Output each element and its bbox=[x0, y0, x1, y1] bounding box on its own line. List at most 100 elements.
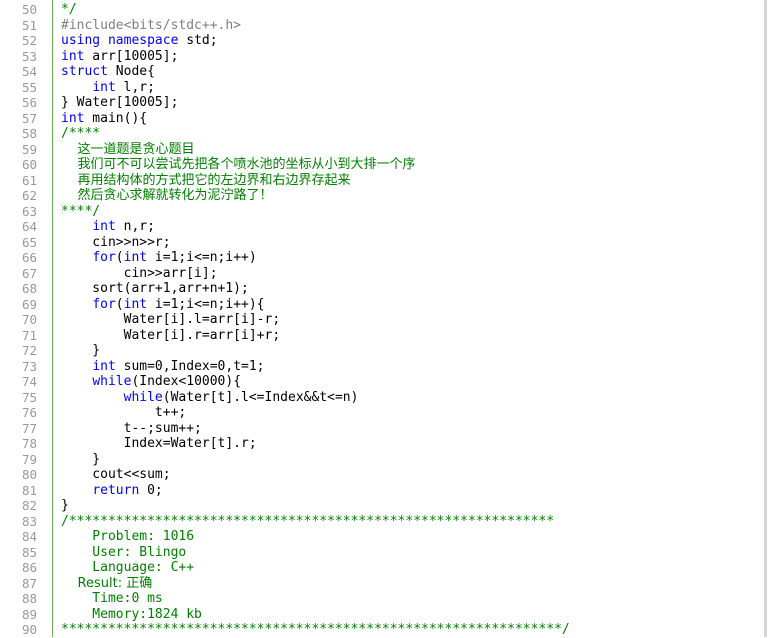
code-line[interactable]: 51#include<bits/stdc++.h> bbox=[0, 18, 764, 34]
code-text[interactable]: 我们可不可以尝试先把各个喷水池的坐标从小到大排一个序 bbox=[61, 157, 416, 173]
code-text[interactable]: cin>>arr[i]; bbox=[61, 266, 218, 282]
line-number: 81 bbox=[21, 482, 37, 498]
code-line[interactable]: 86 Language: C++ bbox=[0, 560, 764, 576]
code-text[interactable]: Language: C++ bbox=[61, 560, 194, 576]
code-line[interactable]: 56 } Water[10005]; bbox=[0, 95, 764, 111]
code-text[interactable]: 然后贪心求解就转化为泥泞路了！ bbox=[61, 188, 273, 204]
line-number: 76 bbox=[21, 405, 37, 420]
line-number: 78 bbox=[21, 436, 37, 451]
code-line[interactable]: 60 我们可不可以尝试先把各个喷水池的坐标从小到大排一个序 bbox=[0, 157, 764, 173]
code-line[interactable]: 83/*************************************… bbox=[0, 514, 764, 530]
code-line[interactable]: 79 } bbox=[0, 452, 764, 468]
code-line[interactable]: 77 t--;sum++; bbox=[0, 421, 764, 437]
code-text[interactable]: Water[i].l=arr[i]-r; bbox=[61, 312, 281, 328]
code-text[interactable]: } Water[10005]; bbox=[61, 95, 178, 111]
code-text[interactable]: while(Index<10000){ bbox=[61, 374, 241, 390]
line-number: 82 bbox=[21, 498, 37, 513]
code-line[interactable]: 63****/ bbox=[0, 204, 764, 220]
code-text[interactable]: int arr[10005]; bbox=[61, 49, 178, 65]
code-text[interactable]: while(Water[t].l<=Index&&t<=n) bbox=[61, 390, 359, 406]
code-text[interactable]: Problem: 1016 bbox=[61, 529, 194, 545]
code-text[interactable]: Result: 正确 bbox=[61, 576, 153, 592]
code-line[interactable]: 89 Memory:1824 kb bbox=[0, 607, 764, 623]
code-token: Water[i].r=arr[i]+r; bbox=[61, 327, 281, 343]
code-line[interactable]: 88 Time:0 ms bbox=[0, 591, 764, 607]
code-line[interactable]: 59 这一道题是贪心题目 bbox=[0, 142, 764, 158]
code-text[interactable]: for(int i=1;i<=n;i++){ bbox=[61, 297, 264, 313]
code-text[interactable]: for(int i=1;i<=n;i++) bbox=[61, 250, 256, 266]
keyword-token: int bbox=[92, 358, 116, 374]
code-text[interactable]: int l,r; bbox=[61, 80, 155, 96]
code-text[interactable]: Time:0 ms bbox=[61, 591, 162, 607]
code-line[interactable]: 68 sort(arr+1,arr+n+1); bbox=[0, 281, 764, 297]
code-text[interactable]: Memory:1824 kb bbox=[61, 607, 202, 623]
code-line[interactable]: 71 Water[i].r=arr[i]+r; bbox=[0, 328, 764, 344]
code-text[interactable]: } bbox=[61, 343, 100, 359]
code-text[interactable]: 再用结构体的方式把它的左边界和右边界存起来 bbox=[61, 173, 351, 189]
code-line[interactable]: 69 for(int i=1;i<=n;i++){ bbox=[0, 297, 764, 313]
comment-token: 我们可不可以尝试先把各个喷水池的坐标从小到大排一个序 bbox=[61, 157, 416, 172]
code-line[interactable]: 58/**** bbox=[0, 126, 764, 142]
comment-token: 再用结构体的方式把它的左边界和右边界存起来 bbox=[61, 172, 351, 188]
code-text[interactable]: int main(){ bbox=[61, 111, 147, 127]
line-number: 84 bbox=[21, 529, 37, 544]
code-text[interactable]: t--;sum++; bbox=[61, 421, 202, 437]
code-line[interactable]: 90**************************************… bbox=[0, 622, 764, 638]
code-text[interactable]: Water[i].r=arr[i]+r; bbox=[61, 327, 281, 344]
code-line[interactable]: 82} bbox=[0, 498, 764, 514]
code-text[interactable]: t++; bbox=[61, 405, 186, 421]
code-text[interactable]: int n,r; bbox=[61, 219, 155, 235]
code-line[interactable]: 78 Index=Water[t].r; bbox=[0, 436, 764, 452]
code-line[interactable]: 81 return 0; bbox=[0, 483, 764, 499]
comment-token: Problem: 1016 bbox=[61, 529, 195, 544]
code-text[interactable]: cout<<sum; bbox=[61, 467, 170, 483]
code-text[interactable]: ****************************************… bbox=[61, 622, 570, 638]
code-line[interactable]: 75 while(Water[t].l<=Index&&t<=n) bbox=[0, 390, 764, 406]
code-line[interactable]: 87 Result: 正确 bbox=[0, 576, 764, 592]
code-text[interactable]: User: Blingo bbox=[61, 545, 186, 561]
code-text[interactable]: #include<bits/stdc++.h> bbox=[61, 18, 241, 34]
line-number: 73 bbox=[21, 358, 37, 374]
code-line[interactable]: 74 while(Index<10000){ bbox=[0, 374, 764, 390]
code-token: sort(arr+1,arr+n+1); bbox=[61, 281, 249, 296]
line-number: 56 bbox=[21, 95, 37, 110]
code-text[interactable]: struct Node{ bbox=[61, 64, 155, 80]
code-line[interactable]: 76 t++; bbox=[0, 405, 764, 421]
code-text[interactable]: */ bbox=[61, 2, 77, 18]
code-text[interactable]: int sum=0,Index=0,t=1; bbox=[61, 358, 264, 375]
code-line[interactable]: 72 } bbox=[0, 343, 764, 359]
code-line[interactable]: 62 然后贪心求解就转化为泥泞路了！ bbox=[0, 188, 764, 204]
code-line[interactable]: 66 for(int i=1;i<=n;i++) bbox=[0, 250, 764, 266]
code-text[interactable]: sort(arr+1,arr+n+1); bbox=[61, 281, 249, 297]
code-text[interactable]: ****/ bbox=[61, 204, 100, 220]
code-line[interactable]: 84 Problem: 1016 bbox=[0, 529, 764, 545]
code-line[interactable]: 50*/ bbox=[0, 2, 764, 18]
code-token: main(){ bbox=[84, 110, 148, 126]
code-line[interactable]: 64 int n,r; bbox=[0, 219, 764, 235]
code-text[interactable]: Index=Water[t].r; bbox=[61, 436, 257, 452]
code-line[interactable]: 61 再用结构体的方式把它的左边界和右边界存起来 bbox=[0, 173, 764, 189]
code-text[interactable]: cin>>n>>r; bbox=[61, 235, 170, 251]
code-text[interactable]: } bbox=[61, 498, 69, 514]
code-text[interactable]: return 0; bbox=[61, 483, 162, 499]
code-line[interactable]: 70 Water[i].l=arr[i]-r; bbox=[0, 312, 764, 328]
line-number: 62 bbox=[21, 188, 37, 203]
code-text[interactable]: using namespace std; bbox=[61, 33, 218, 49]
code-line[interactable]: 65 cin>>n>>r; bbox=[0, 235, 764, 251]
code-line[interactable]: 80 cout<<sum; bbox=[0, 467, 764, 483]
code-line[interactable]: 73 int sum=0,Index=0,t=1; bbox=[0, 359, 764, 375]
code-line[interactable]: 55 int l,r; bbox=[0, 80, 764, 96]
code-line[interactable]: 85 User: Blingo bbox=[0, 545, 764, 561]
line-number: 69 bbox=[21, 296, 37, 312]
code-text[interactable]: } bbox=[61, 452, 100, 468]
code-text[interactable]: /**** bbox=[61, 126, 100, 142]
code-token: t++; bbox=[61, 405, 187, 420]
code-text[interactable]: 这一道题是贪心题目 bbox=[61, 142, 195, 158]
code-line[interactable]: 67 cin>>arr[i]; bbox=[0, 266, 764, 282]
code-text[interactable]: /***************************************… bbox=[61, 514, 554, 530]
